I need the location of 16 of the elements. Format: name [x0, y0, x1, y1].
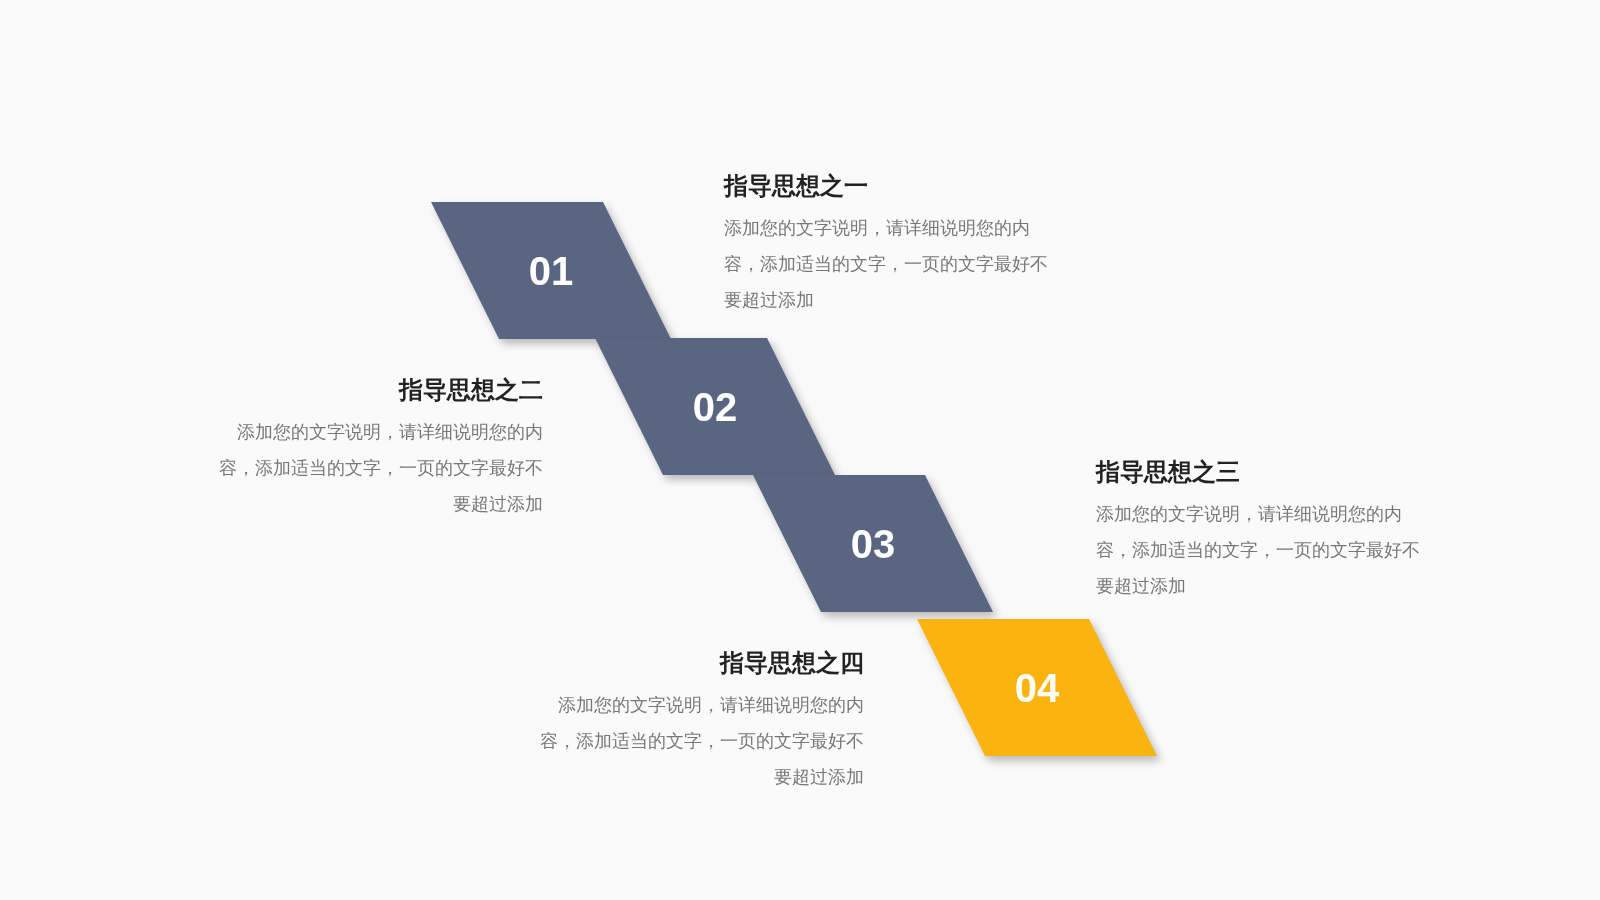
step-number: 04: [1013, 665, 1061, 710]
step-heading: 指导思想之三: [1096, 457, 1240, 488]
step-description: 添加您的文字说明，请详细说明您的内容，添加适当的文字，一页的文字最好不要超过添加: [724, 216, 1049, 312]
step-number: 03: [849, 521, 897, 566]
step-number: 02: [691, 384, 739, 429]
step-heading: 指导思想之四: [720, 648, 864, 679]
step-heading: 指导思想之二: [399, 375, 543, 406]
step-parallelogram: [595, 338, 835, 475]
step-heading: 指导思想之一: [724, 171, 868, 202]
step-number: 01: [527, 248, 575, 293]
step-description: 添加您的文字说明，请详细说明您的内容，添加适当的文字，一页的文字最好不要超过添加: [539, 693, 864, 789]
step-parallelogram: [431, 202, 671, 339]
step-description: 添加您的文字说明，请详细说明您的内容，添加适当的文字，一页的文字最好不要超过添加: [218, 420, 543, 516]
step-description: 添加您的文字说明，请详细说明您的内容，添加适当的文字，一页的文字最好不要超过添加: [1096, 502, 1421, 598]
step-parallelogram: [753, 475, 993, 612]
step-parallelogram: [917, 619, 1157, 756]
